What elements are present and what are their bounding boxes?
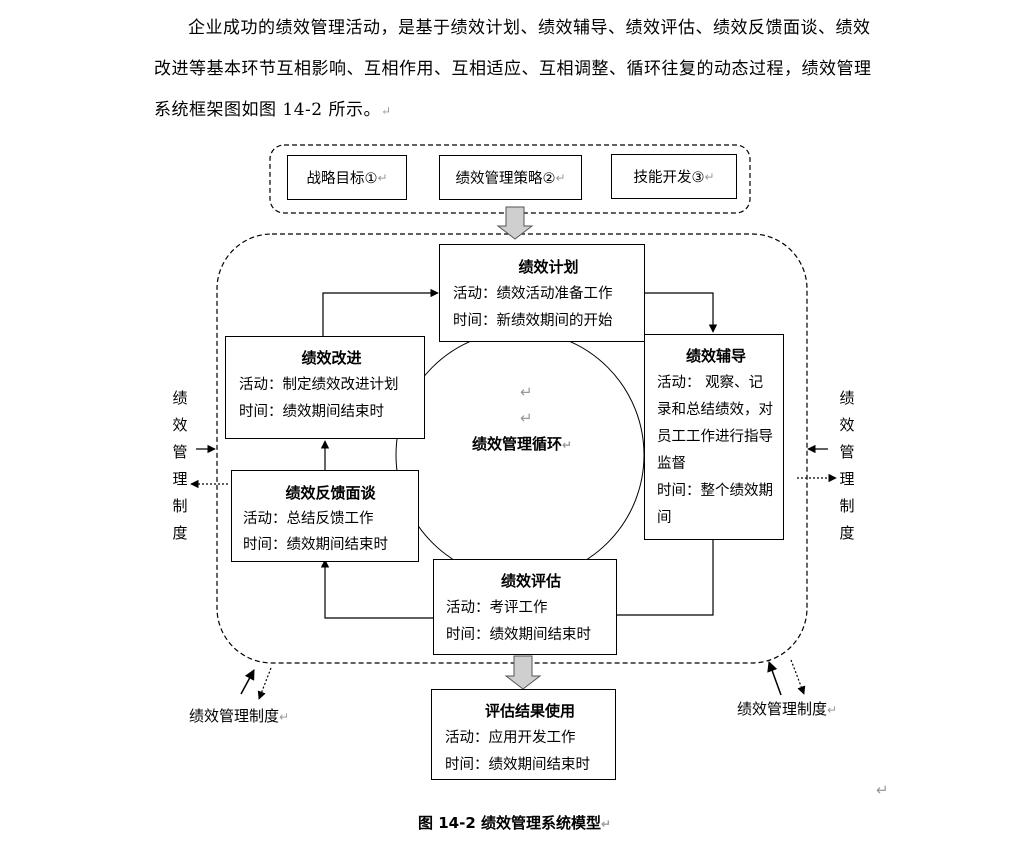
intro-paragraph: 企业成功的绩效管理活动，是基于绩效计划、绩效辅导、绩效评估、绩效反馈面谈、绩效改… — [154, 18, 872, 120]
stage-feedback-box: 绩效反馈面谈 活动：总结反馈工作 时间：绩效期间结束时 — [231, 470, 419, 562]
stage-activity: 活动： 观察、记录和总结绩效，对员工工作进行指导监督 — [657, 375, 773, 472]
block-arrow-down-top — [496, 206, 534, 240]
stage-title: 绩效改进 — [301, 349, 362, 367]
stage-time: 时间：整个绩效期间 — [657, 483, 773, 526]
stage-time: 时间：新绩效期间的开始 — [453, 313, 613, 329]
block-arrow-down-bottom — [504, 655, 542, 690]
stage-time: 时间：绩效期间结束时 — [446, 627, 591, 643]
empty-paragraph-mark: ↵ — [520, 409, 533, 427]
input-performance-strategy: 绩效管理策略②↵ — [439, 155, 582, 200]
side-label-left: 绩效管理制度 — [172, 389, 188, 542]
stage-time: 时间：绩效期间结束时 — [243, 537, 388, 553]
corner-label-bottom-left: 绩效管理制度↵ — [189, 707, 290, 725]
stage-coaching-box: 绩效辅导 活动： 观察、记录和总结绩效，对员工工作进行指导监督 时间：整个绩效期… — [644, 334, 784, 540]
arrow-bottom-left-out — [257, 667, 272, 700]
stage-title: 绩效计划 — [518, 258, 579, 276]
input-strategic-goal: 战略目标①↵ — [287, 155, 407, 200]
stage-improve-box: 绩效改进 活动：制定绩效改进计划 时间：绩效期间结束时 — [225, 336, 425, 439]
stage-time: 时间：绩效期间结束时 — [239, 404, 384, 420]
arrow-bottom-left-in — [240, 669, 255, 695]
arrow-plan-to-coaching — [644, 292, 718, 333]
arrow-bottom-right-out — [790, 659, 806, 695]
stage-title: 绩效反馈面谈 — [285, 484, 376, 502]
arrow-improve-to-plan — [322, 288, 439, 336]
stage-title: 评估结果使用 — [484, 702, 575, 720]
stage-activity: 活动：绩效活动准备工作 — [453, 286, 613, 302]
corner-label-bottom-right: 绩效管理制度↵ — [737, 700, 838, 718]
stage-title: 绩效辅导 — [685, 347, 746, 365]
stage-activity: 活动：总结反馈工作 — [243, 511, 374, 527]
stage-result-use-box: 评估结果使用 活动：应用开发工作 时间：绩效期间结束时 — [431, 689, 616, 780]
stage-plan-box: 绩效计划 活动：绩效活动准备工作 时间：新绩效期间的开始 — [439, 244, 645, 342]
figure-caption: 图 14-2 绩效管理系统模型↵ — [418, 814, 612, 832]
stage-time: 时间：绩效期间结束时 — [445, 757, 590, 773]
stage-activity: 活动：考评工作 — [446, 600, 548, 616]
empty-paragraph-mark: ↵ — [520, 383, 533, 401]
cycle-circle — [395, 330, 645, 580]
side-label-right: 绩效管理制度 — [839, 389, 855, 542]
input-skill-development: 技能开发③↵ — [611, 154, 737, 199]
line-coaching-to-evaluate — [617, 540, 714, 616]
arrow-evaluate-to-feedback — [320, 559, 433, 619]
arrow-bottom-right-in — [767, 661, 782, 696]
stage-title: 绩效评估 — [500, 572, 561, 590]
cycle-center-label: 绩效管理循环↵ — [472, 435, 573, 453]
stage-activity: 活动：应用开发工作 — [445, 730, 576, 746]
empty-paragraph-mark: ↵ — [876, 781, 889, 799]
stage-activity: 活动：制定绩效改进计划 — [239, 377, 399, 393]
stage-evaluate-box: 绩效评估 活动：考评工作 时间：绩效期间结束时 — [433, 559, 617, 655]
